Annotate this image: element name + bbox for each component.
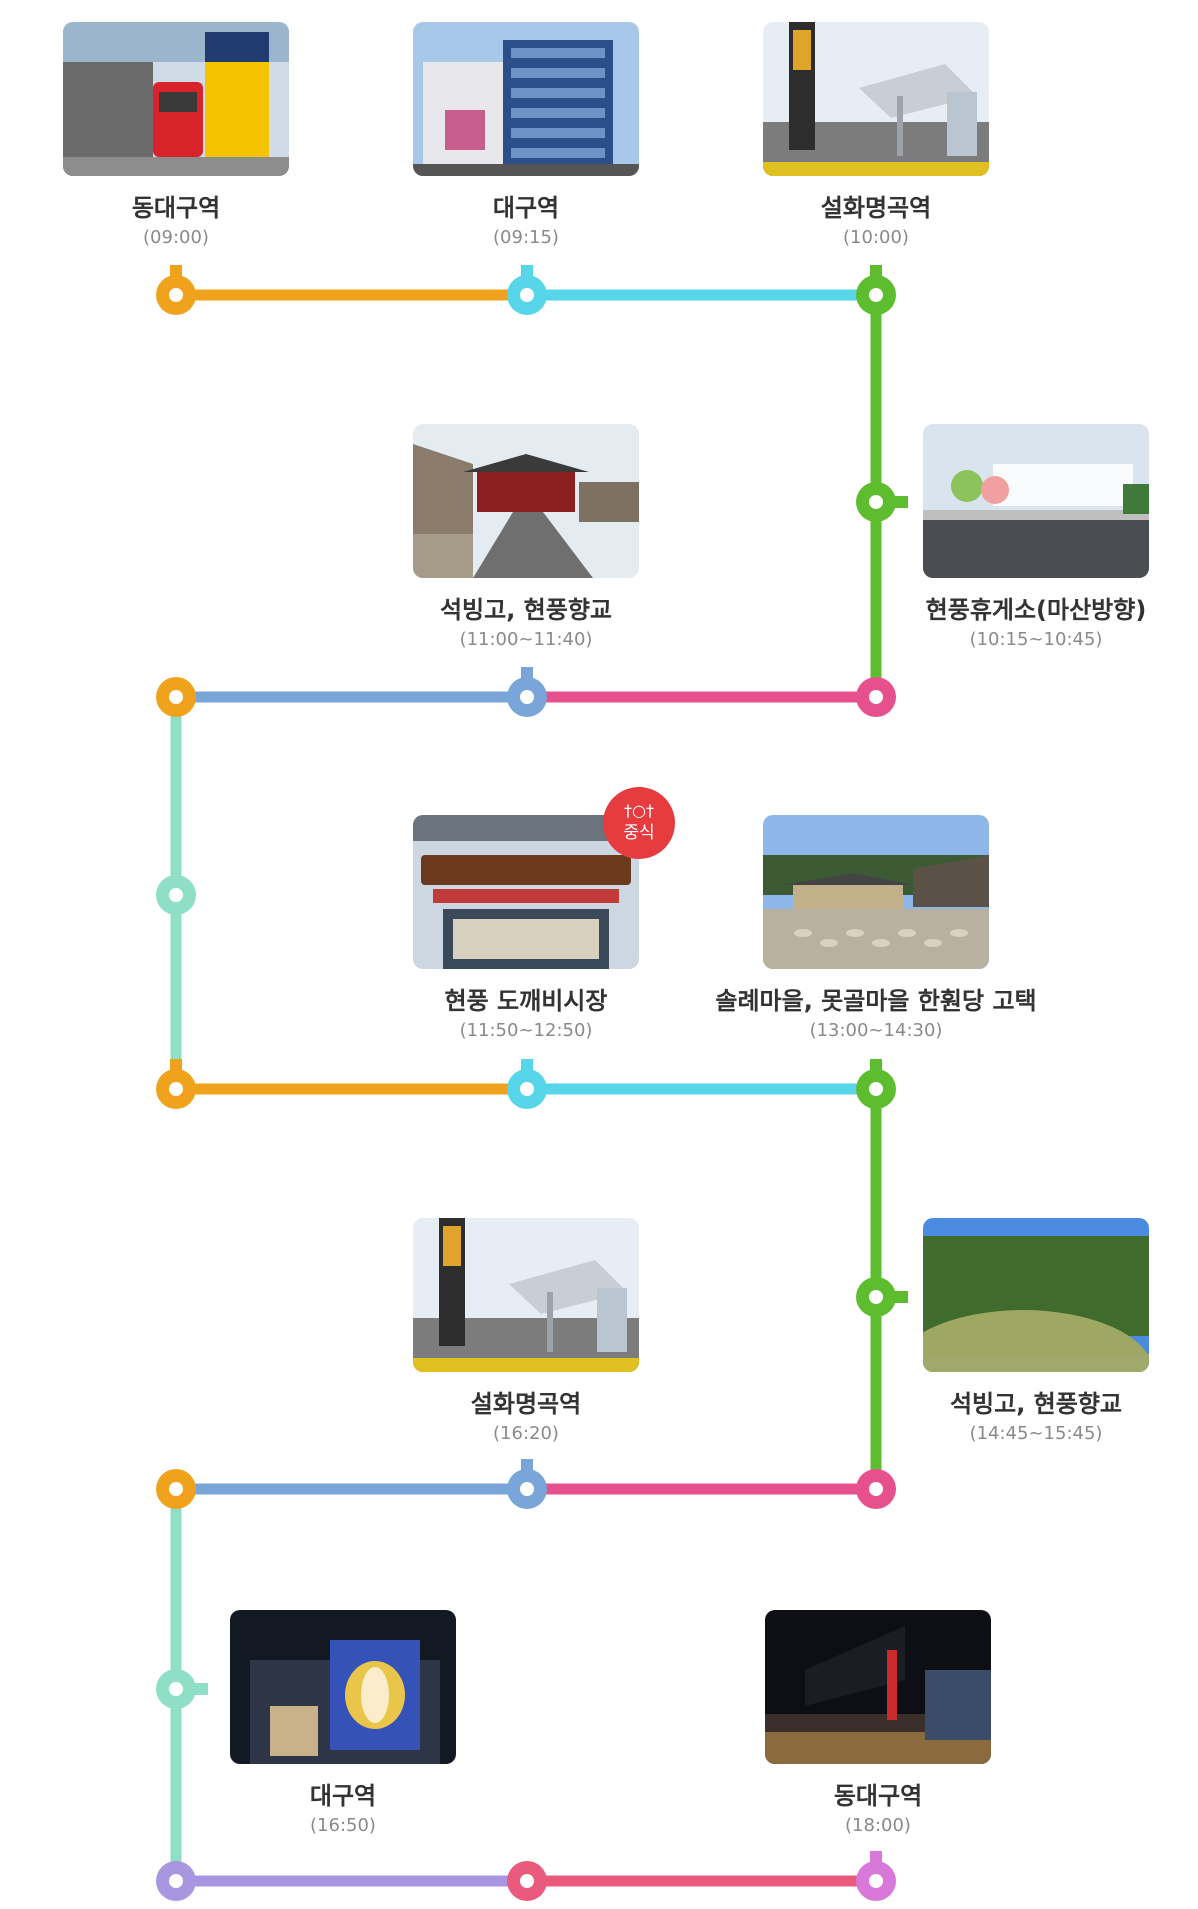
marker-dot [869,1874,883,1888]
waypoint-marker [156,677,196,717]
station-marker-stop-5 [507,667,547,717]
stop-name: 현풍휴게소(마산방향) [925,596,1147,624]
station-marker-stop-8 [856,1277,908,1317]
marker-dot [869,288,883,302]
stop-time: (16:20) [493,1423,559,1444]
station-marker-stop-10 [156,1669,208,1709]
badge-label: 중식 [623,823,655,843]
stop-photo [763,815,989,969]
marker-dot [169,1082,183,1096]
marker-dot [869,1290,883,1304]
stop-photo [923,424,1149,578]
marker-dot [869,1082,883,1096]
stop-card[interactable]: 현풍 도깨비시장 (11:50~12:50) †○† 중식 [413,787,675,1041]
stop-card[interactable]: 대구역 (16:50) [230,1610,456,1836]
stop-card[interactable]: 동대구역 (09:00) [63,22,289,248]
marker-dot [520,1082,534,1096]
marker-dot [169,1874,183,1888]
stop-time: (13:00~14:30) [809,1020,943,1041]
stop-time: (09:00) [143,227,209,248]
station-marker-stop-11 [856,1851,896,1901]
waypoint-marker [156,1469,196,1509]
marker-dot [520,1482,534,1496]
stop-card[interactable]: 석빙고, 현풍향교 (11:00~11:40) [413,424,639,650]
marker-dot [520,690,534,704]
stop-name: 석빙고, 현풍향교 [439,596,613,624]
stop-card[interactable]: 석빙고, 현풍향교 (14:45~15:45) [923,1218,1149,1444]
stop-time: (10:15~10:45) [969,629,1103,650]
stop-time: (11:50~12:50) [459,1020,593,1041]
stop-photo [765,1610,991,1764]
restaurant-icon: †○† [624,801,654,820]
marker-dot [169,1682,183,1696]
stop-card[interactable]: 솔례마을, 못골마을 한훤당 고택 (13:00~14:30) [715,815,1037,1041]
stop-card[interactable]: 설화명곡역 (16:20) [413,1218,639,1444]
stop-name: 대구역 [309,1782,377,1810]
stop-name: 석빙고, 현풍향교 [949,1390,1123,1418]
stop-photo [413,1218,639,1372]
stop-photo [923,1218,1149,1372]
stop-card[interactable]: 현풍휴게소(마산방향) (10:15~10:45) [923,424,1149,650]
waypoint-marker [856,1469,896,1509]
marker-dot [520,1874,534,1888]
marker-dot [869,690,883,704]
stop-time: (11:00~11:40) [459,629,593,650]
marker-dot [169,288,183,302]
stop-name: 동대구역 [833,1782,923,1810]
stop-time: (18:00) [845,1815,911,1836]
marker-dot [520,288,534,302]
waypoint-marker [507,1861,547,1901]
stop-card[interactable]: 대구역 (09:15) [413,22,639,248]
stop-time: (16:50) [310,1815,376,1836]
stop-name: 대구역 [492,194,560,222]
stop-photo [230,1610,456,1764]
stop-photo [763,22,989,176]
stop-photo [413,424,639,578]
stop-name: 설화명곡역 [820,194,932,222]
stop-photo [413,22,639,176]
stop-card[interactable]: 설화명곡역 (10:00) [763,22,989,248]
station-marker-stop-9 [507,1459,547,1509]
marker-dot [169,1482,183,1496]
stop-card[interactable]: 동대구역 (18:00) [765,1610,991,1836]
stop-time: (10:00) [843,227,909,248]
station-marker-stop-3 [856,265,896,315]
stop-name: 솔례마을, 못골마을 한훤당 고택 [715,987,1037,1015]
waypoint-marker [156,875,196,915]
waypoint-marker [856,677,896,717]
marker-dot [869,495,883,509]
marker-dot [169,690,183,704]
stop-name: 현풍 도깨비시장 [444,987,608,1015]
stop-name: 동대구역 [131,194,221,222]
station-marker-stop-7 [856,1059,896,1109]
stop-time: (09:15) [493,227,559,248]
stop-name: 설화명곡역 [470,1390,582,1418]
station-marker-stop-2 [507,265,547,315]
station-marker-stop-4 [856,482,908,522]
marker-dot [869,1482,883,1496]
waypoint-marker [156,1861,196,1901]
stop-time: (14:45~15:45) [969,1423,1103,1444]
marker-dot [169,888,183,902]
waypoint-marker [156,1059,196,1109]
lunch-badge: †○† 중식 [603,787,675,859]
station-marker-stop-6 [507,1059,547,1109]
stop-photo [413,815,639,969]
stop-photo [63,22,289,176]
station-marker-stop-1 [156,265,196,315]
